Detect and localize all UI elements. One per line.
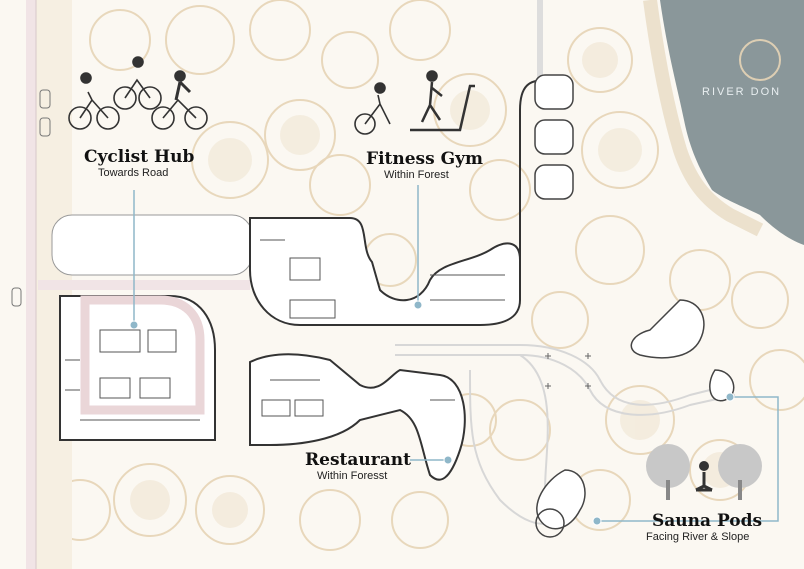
cyclist-hub-roof bbox=[51, 214, 253, 276]
sauna-pod-group-south bbox=[536, 469, 586, 530]
restaurant-title: Restaurant bbox=[305, 450, 411, 470]
leader-dots bbox=[129, 300, 735, 526]
fitness-icon bbox=[354, 70, 475, 135]
river-label: RIVER DON bbox=[702, 86, 782, 98]
car bbox=[39, 89, 51, 109]
restaurant-subtitle: Within Foresst bbox=[317, 470, 388, 482]
cyclist-hub-title: Cyclist Hub bbox=[84, 147, 195, 167]
cyclist-hub-interior bbox=[65, 329, 200, 421]
plus-markers bbox=[545, 353, 591, 389]
fitness-gym-interior bbox=[260, 239, 505, 319]
cyclist-hub-subtitle: Towards Road bbox=[98, 167, 169, 179]
leader-lines bbox=[133, 185, 779, 522]
meditation-icon bbox=[646, 444, 762, 500]
sauna-pods-label: Sauna Pods Facing River & Slope bbox=[646, 511, 763, 544]
road-edge bbox=[26, 0, 36, 569]
restaurant-label: Restaurant Within Foresst bbox=[305, 451, 411, 483]
river-water bbox=[660, 0, 804, 245]
tree-canopies bbox=[49, 0, 804, 551]
restaurant-interior bbox=[261, 379, 455, 417]
car bbox=[11, 287, 22, 307]
cabins bbox=[534, 74, 574, 200]
sauna-pods-title: Sauna Pods bbox=[652, 511, 763, 531]
river-bank bbox=[643, 0, 764, 237]
cyclists-icon bbox=[68, 56, 208, 130]
cyclist-hub-label: Cyclist Hub Towards Road bbox=[84, 148, 194, 180]
fitness-gym-title: Fitness Gym bbox=[366, 149, 483, 169]
sauna-pod-group-north bbox=[630, 299, 705, 359]
fitness-gym-subtitle: Within Forest bbox=[384, 169, 449, 181]
fitness-gym-building bbox=[249, 217, 521, 326]
fitness-gym-label: Fitness Gym Within Forest bbox=[366, 150, 483, 182]
pink-track bbox=[80, 295, 205, 415]
path bbox=[395, 344, 731, 406]
sauna-pods-subtitle: Facing River & Slope bbox=[646, 531, 750, 543]
car bbox=[39, 117, 51, 137]
restaurant-building bbox=[249, 353, 466, 481]
